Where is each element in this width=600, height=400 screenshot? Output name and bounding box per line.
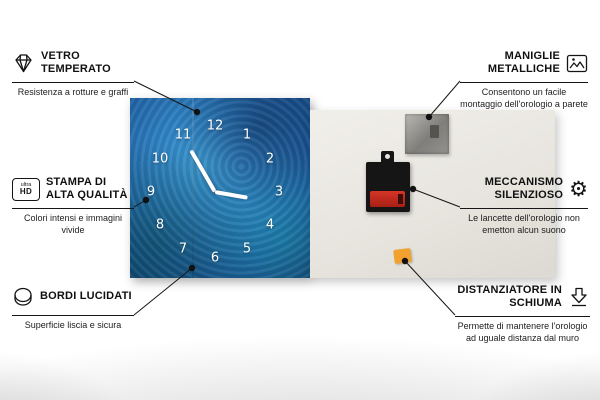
- callout-title: STAMPA DI ALTA QUALITÀ: [46, 176, 128, 202]
- glass-seam: [192, 98, 194, 278]
- disc-icon: [12, 286, 34, 308]
- callout-desc: Le lancette dell'orologio non emetton al…: [468, 212, 580, 235]
- callout-bordi-lucidati: BORDI LUCIDATI Superficie liscia e sicur…: [12, 284, 134, 332]
- ultra-hd-text: ultra: [20, 181, 32, 188]
- callout-maniglie-metalliche: MANIGLIE METALLICHE Consentono un facile…: [460, 50, 588, 111]
- callout-vetro-temperato: VETRO TEMPERATO Resistenza a rotture e g…: [12, 50, 134, 99]
- diamond-icon: [12, 53, 35, 74]
- clock-number: 8: [155, 217, 165, 233]
- clock-front-panel: 1 2 3 4 5 6 7 8 9 10 11 12: [130, 98, 310, 278]
- callout-head: VETRO TEMPERATO: [12, 50, 134, 83]
- clock-number: 1: [242, 127, 252, 143]
- picture-frame-icon: [566, 54, 588, 73]
- callout-head: ultra HD STAMPA DI ALTA QUALITÀ: [12, 176, 134, 209]
- hanger-slot: [430, 125, 439, 138]
- callout-stampa-alta-qualita: ultra HD STAMPA DI ALTA QUALITÀ Colori i…: [12, 176, 134, 237]
- ultra-hd-text: HD: [19, 187, 33, 197]
- hanger-plate: [405, 114, 449, 154]
- clock-mechanism: [366, 151, 410, 212]
- callout-title: MECCANISMO SILENZIOSO: [484, 176, 564, 202]
- clock-number: 3: [274, 184, 284, 200]
- callout-desc: Permette di mantenere l'orologio ad ugua…: [457, 320, 588, 343]
- hour-hand: [214, 190, 248, 200]
- clock-number: 9: [146, 184, 156, 200]
- callout-desc: Colori intensi e immagini vivide: [23, 212, 123, 235]
- callout-head: DISTANZIATORE IN SCHIUMA: [455, 284, 590, 317]
- hanging-hook: [381, 151, 394, 164]
- clock-number: 5: [242, 241, 252, 257]
- callout-head: BORDI LUCIDATI: [12, 284, 134, 316]
- callout-head: MANIGLIE METALLICHE: [460, 50, 588, 83]
- arrow-down-icon: [568, 286, 590, 308]
- foam-spacer: [393, 248, 412, 264]
- callout-meccanismo-silenzioso: ⚙ MECCANISMO SILENZIOSO Le lancette dell…: [460, 176, 588, 237]
- clock-back-panel: [310, 110, 555, 278]
- callout-distanziatore-schiuma: DISTANZIATORE IN SCHIUMA Permette di man…: [455, 284, 590, 345]
- callout-title: BORDI LUCIDATI: [40, 290, 132, 303]
- callout-title: MANIGLIE METALLICHE: [487, 50, 560, 76]
- callout-title: VETRO TEMPERATO: [41, 50, 111, 76]
- clock-number: 6: [210, 250, 220, 266]
- callout-desc: Consentono un facile montaggio dell'orol…: [460, 86, 588, 109]
- callout-desc: Superficie liscia e sicura: [24, 320, 122, 330]
- ultra-hd-icon: ultra HD: [12, 177, 40, 201]
- clock-number: 11: [174, 127, 192, 143]
- callout-desc: Resistenza a rotture e graffi: [17, 86, 129, 97]
- clock-number: 7: [178, 241, 188, 257]
- gear-icon: ⚙: [569, 177, 588, 201]
- clock-number: 10: [151, 151, 169, 167]
- clock-number: 4: [265, 217, 275, 233]
- clock-number: 12: [206, 118, 224, 134]
- callout-title: DISTANZIATORE IN SCHIUMA: [457, 284, 562, 310]
- battery: [370, 191, 405, 207]
- callout-head: ⚙ MECCANISMO SILENZIOSO: [460, 176, 588, 209]
- clock-number: 2: [265, 151, 275, 167]
